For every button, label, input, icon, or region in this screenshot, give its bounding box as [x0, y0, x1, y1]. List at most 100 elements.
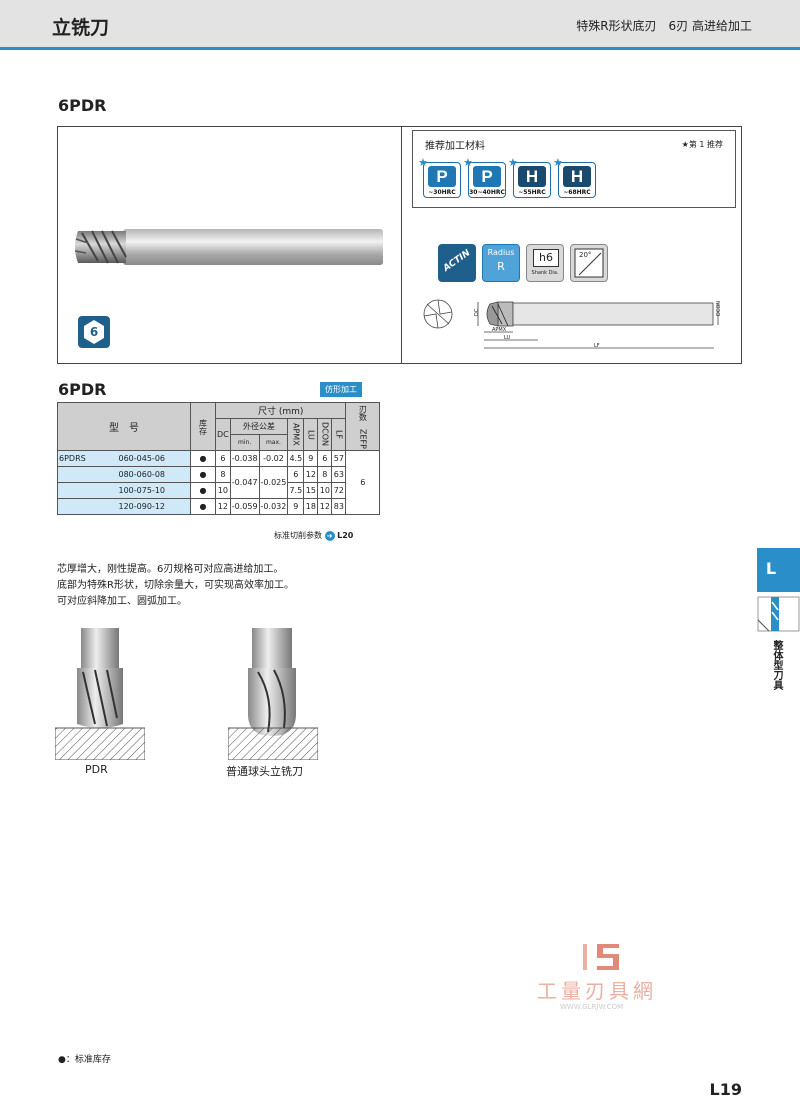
header-lu: LU [303, 418, 319, 451]
stock-mark: ● [190, 466, 216, 483]
spec-table: 型 号 库存 尺寸 (mm) 刃数 ZEFP DC 外径公差 APMX LU D… [57, 402, 381, 515]
star-icon: ★ [418, 156, 428, 169]
arrow-right-icon: ➜ [324, 531, 335, 541]
cutting-reference[interactable]: 标准切削参数 ➜ L20 [274, 530, 353, 541]
material-h-68: ★ H ~68HRC [553, 156, 596, 198]
description-line: 底部为特殊R形状，切除余量大，可实现高效率加工。 [57, 580, 294, 591]
cell-dcon: 6 [317, 450, 333, 467]
cell-dcon: 10 [317, 482, 333, 499]
drawing-dc: DC [474, 308, 480, 316]
material-letter: H [518, 166, 546, 187]
header-dc: DC [215, 418, 231, 451]
table-title: 6PDR [58, 380, 107, 399]
cell-dcon: 12 [317, 498, 333, 515]
cell-lf: 63 [331, 466, 347, 483]
drawing-apmx: APMX [492, 327, 507, 333]
stock-mark: ● [190, 498, 216, 515]
cell-min: -0.038 [229, 450, 260, 467]
watermark-text: 工量刃具網 [537, 979, 657, 1003]
header-size: 尺寸 (mm) [214, 402, 347, 419]
ball-end-caption: 普通球头立铣刀 [226, 765, 303, 778]
header-stock: 库存 [190, 402, 216, 451]
radius-letter: R [497, 260, 505, 273]
cell-dc: 6 [215, 450, 231, 467]
stock-mark: ● [190, 482, 216, 499]
cell-min: -0.047 [229, 466, 260, 499]
drawing-lu: LU [504, 335, 511, 341]
material-p-40: ★ P 30~40HRC [463, 156, 506, 198]
model-code: 060-045-06 [93, 450, 191, 467]
cell-dc: 8 [215, 466, 231, 483]
series-code: 6PDRS [57, 450, 94, 467]
flute-count-number: 6 [89, 325, 99, 339]
stock-footnote: ●：标准库存 [58, 1055, 111, 1065]
material-letter: H [563, 166, 591, 187]
drawing-lf: LF [594, 343, 600, 349]
helix-angle: 20° [579, 251, 592, 259]
section-tab-letter: L [765, 559, 777, 578]
side-category-label: 整体型刀具 [771, 640, 782, 690]
model-code: 100-075-10 [93, 482, 191, 499]
cell-lu: 12 [303, 466, 319, 483]
material-hardness: ~68HRC [563, 189, 591, 196]
material-label: 推荐加工材料 [425, 141, 485, 152]
pdr-caption: PDR [85, 763, 108, 776]
cell-max: -0.02 [258, 450, 289, 467]
header-max: max. [258, 434, 289, 451]
cell-max: -0.032 [258, 498, 289, 515]
flute-count-badge: 6 [78, 316, 110, 348]
material-letter: P [428, 166, 456, 187]
header-min: min. [229, 434, 260, 451]
application-tag: 仿形加工 [320, 382, 362, 397]
material-hardness: ~30HRC [428, 189, 456, 196]
tool-drawing: DC DCON APMX LU LF [423, 299, 722, 349]
drawing-dcon: DCON [716, 301, 722, 316]
material-letter: P [473, 166, 501, 187]
model-code: 120-090-12 [93, 498, 191, 515]
description: 芯厚增大，刚性提高。6刃规格可对应高进给加工。 底部为特殊R形状，切除余量大，可… [57, 562, 294, 610]
material-hardness: 30~40HRC [469, 189, 505, 196]
reference-text: 标准切削参数 [274, 531, 322, 540]
reference-page: L20 [337, 531, 354, 540]
material-h-55: ★ H ~55HRC [508, 156, 551, 198]
pdr-illustration [55, 628, 145, 760]
model-code: 080-060-08 [93, 466, 191, 483]
section-title: 立铣刀 [52, 17, 110, 39]
product-title: 6PDR [58, 96, 107, 115]
cell-lf: 83 [331, 498, 347, 515]
star-icon: ★ [463, 156, 473, 169]
cell-lu: 9 [303, 450, 319, 467]
cell-zefp: 6 [345, 450, 381, 515]
ball-end-illustration [228, 628, 318, 760]
header-model: 型 号 [57, 402, 191, 451]
header-zefp: 刃数 ZEFP [345, 402, 381, 451]
header-dcon: DCON [317, 418, 333, 451]
cell-lf: 72 [331, 482, 347, 499]
section-tab[interactable]: L [757, 548, 800, 592]
stock-mark: ● [190, 450, 216, 467]
description-line: 可对应斜降加工、圆弧加工。 [57, 596, 187, 607]
cell-apmx: 9 [287, 498, 305, 515]
hexagon-icon [84, 320, 104, 344]
product-panel: 6 [57, 126, 742, 364]
coating-icon: ACTIN [438, 244, 476, 282]
cell-max: -0.025 [258, 466, 289, 499]
header-apmx: APMX [287, 418, 305, 451]
cell-lu: 18 [303, 498, 319, 515]
cell-lf: 57 [331, 450, 347, 467]
page-header: 立铣刀 特殊R形状底刃 6刃 高进给加工 [0, 0, 800, 50]
cell-apmx: 6 [287, 466, 305, 483]
coating-label: ACTIN [441, 248, 473, 274]
shank-label: Shank Dia. [531, 270, 559, 276]
angle-icon [574, 248, 604, 278]
page-number: L19 [709, 1080, 742, 1099]
cell-min: -0.059 [229, 498, 260, 515]
cell-dcon: 8 [317, 466, 333, 483]
section-subtitle: 特殊R形状底刃 6刃 高进给加工 [576, 19, 752, 33]
shank-tolerance: h6 [533, 249, 559, 267]
panel-divider [401, 127, 402, 363]
cell-dc: 10 [215, 482, 231, 499]
material-box: 推荐加工材料 ★第 1 推荐 ★ P ~30HRC ★ P 30~40HRC ★… [412, 130, 736, 208]
cell-dc: 12 [215, 498, 231, 515]
header-lf: LF [331, 418, 347, 451]
